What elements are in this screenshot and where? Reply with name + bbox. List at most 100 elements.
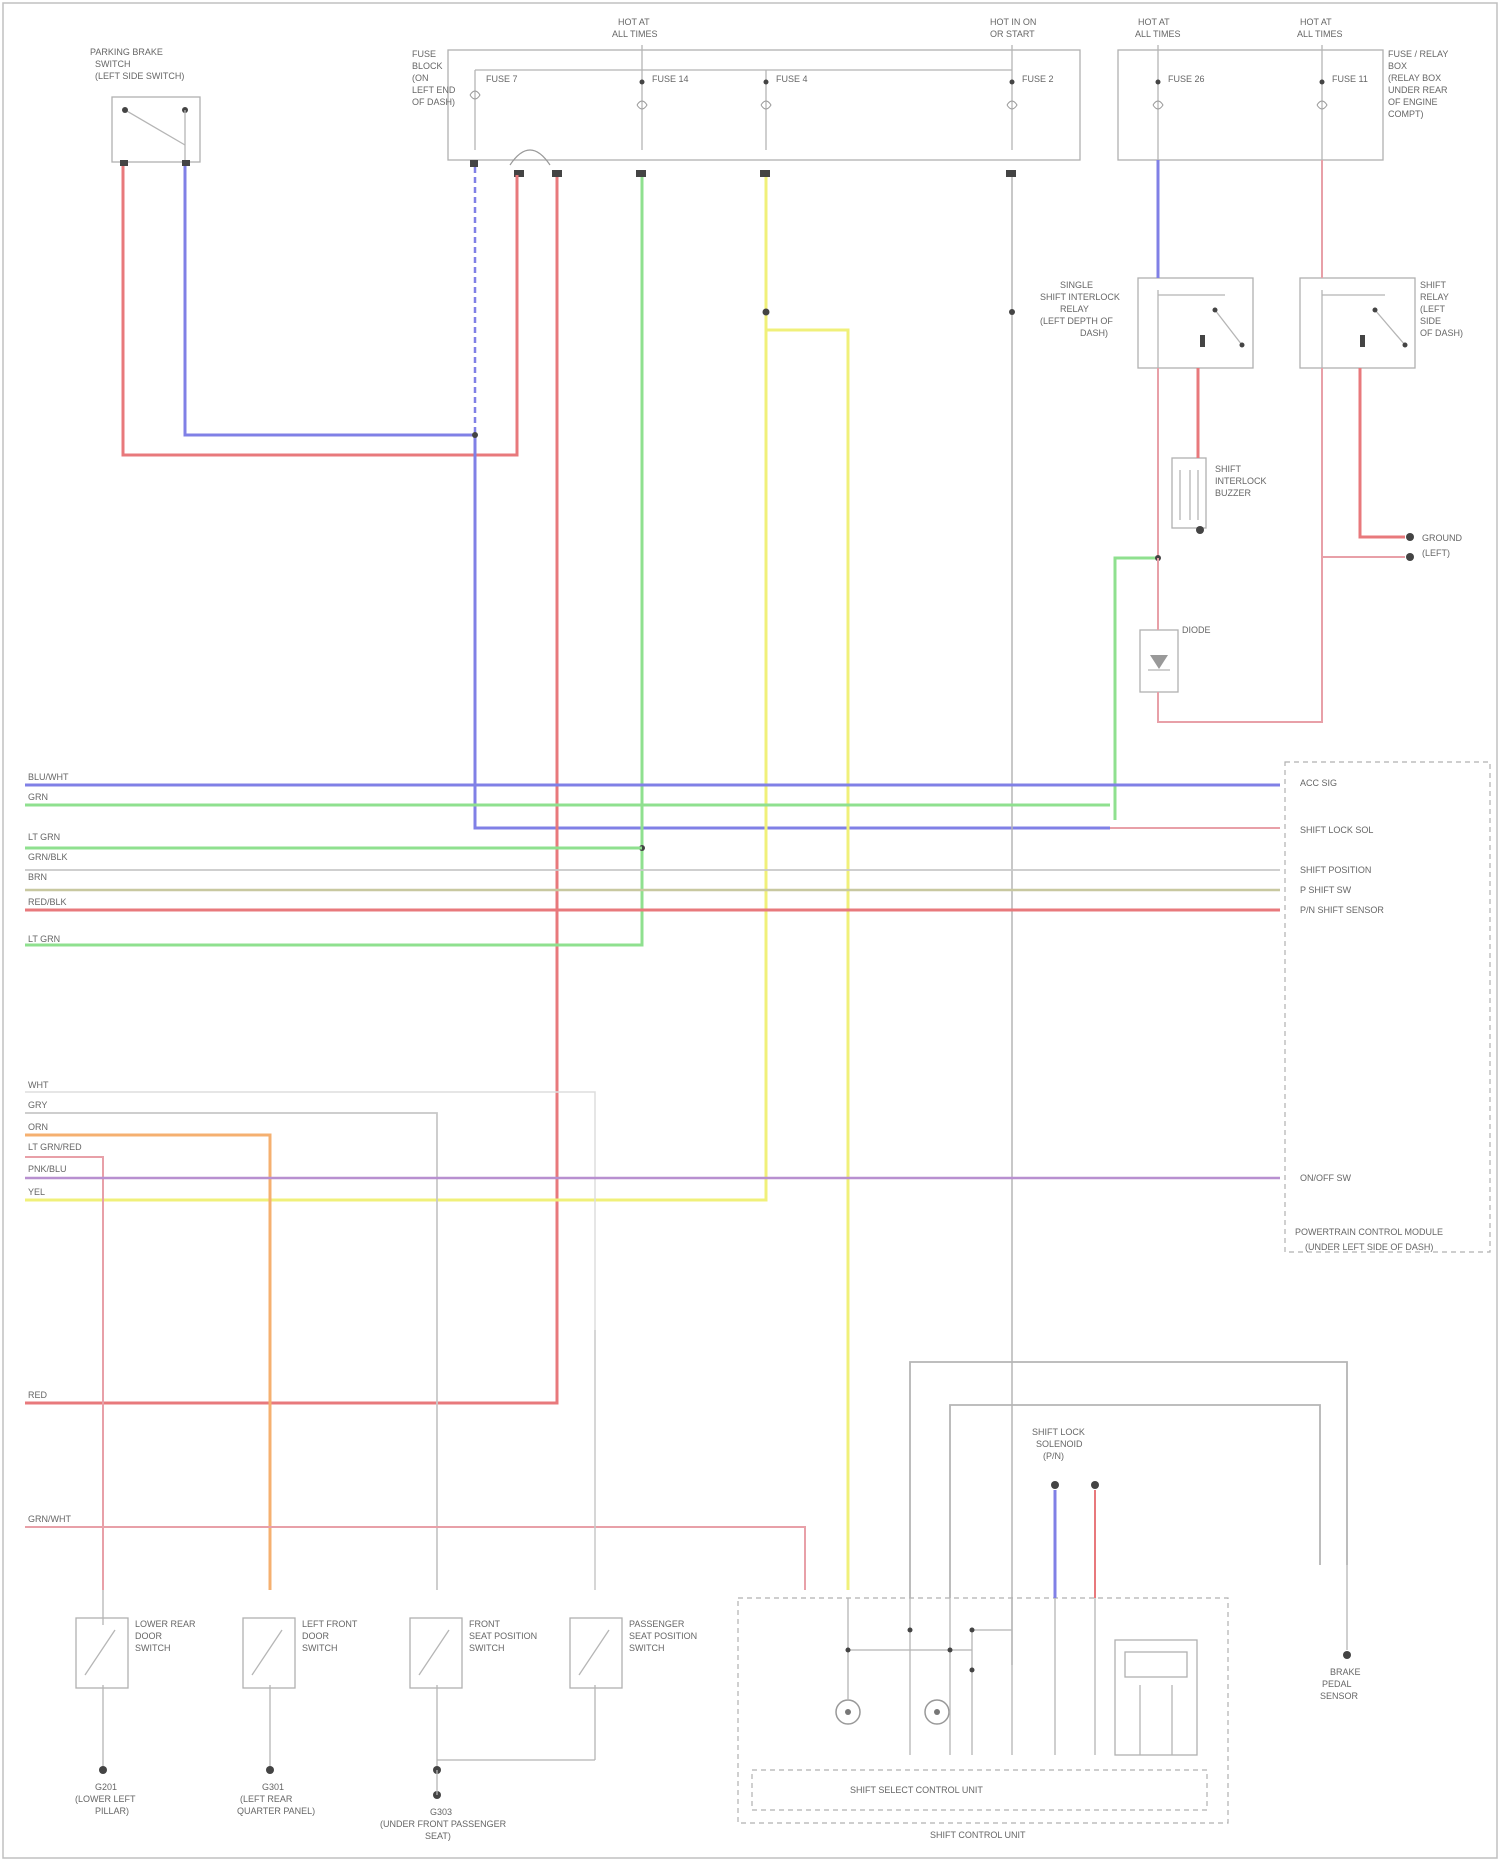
svg-text:SHIFT LOCK: SHIFT LOCK — [1032, 1427, 1085, 1437]
wire-green-right — [1115, 558, 1158, 820]
svg-text:DOOR: DOOR — [302, 1631, 330, 1641]
svg-text:GROUND: GROUND — [1422, 533, 1462, 543]
bus-gray-lower — [25, 1113, 437, 1590]
svg-text:G201: G201 — [95, 1782, 117, 1792]
svg-text:FUSE 11: FUSE 11 — [1332, 74, 1368, 84]
wire-pink-ecu — [25, 1527, 805, 1590]
connector-icon — [120, 160, 128, 166]
lower-switch-3: FRONT SEAT POSITION SWITCH — [410, 1618, 537, 1774]
page-border — [3, 3, 1497, 1858]
svg-text:P/N SHIFT SENSOR: P/N SHIFT SENSOR — [1300, 905, 1384, 915]
svg-text:G303: G303 — [430, 1807, 452, 1817]
svg-text:ALL TIMES: ALL TIMES — [612, 29, 658, 39]
svg-text:SWITCH: SWITCH — [135, 1643, 171, 1653]
svg-text:ORN: ORN — [28, 1122, 48, 1132]
ground-icon — [1406, 553, 1414, 561]
svg-text:RELAY: RELAY — [1060, 304, 1089, 314]
svg-text:PEDAL: PEDAL — [1322, 1679, 1352, 1689]
bus-white — [25, 1092, 595, 1330]
diode: DIODE — [1140, 625, 1211, 692]
svg-text:DIODE: DIODE — [1182, 625, 1211, 635]
svg-text:PASSENGER: PASSENGER — [629, 1619, 685, 1629]
svg-text:BRAKE: BRAKE — [1330, 1667, 1361, 1677]
svg-text:UNDER REAR: UNDER REAR — [1388, 85, 1448, 95]
lower-switch-1: LOWER REAR DOOR SWITCH — [76, 1590, 196, 1774]
svg-text:LT GRN: LT GRN — [28, 934, 60, 944]
svg-text:LOWER REAR: LOWER REAR — [135, 1619, 196, 1629]
svg-text:BUZZER: BUZZER — [1215, 488, 1252, 498]
wire-blue-1 — [185, 166, 475, 435]
svg-text:SHIFT: SHIFT — [1420, 280, 1447, 290]
svg-text:OF DASH): OF DASH) — [412, 97, 455, 107]
svg-text:LEFT END: LEFT END — [412, 85, 456, 95]
svg-text:(UNDER LEFT SIDE OF DASH): (UNDER LEFT SIDE OF DASH) — [1305, 1242, 1433, 1252]
fuse-block-connectors — [470, 150, 1016, 177]
svg-text:(ON: (ON — [412, 73, 429, 83]
shift-control-unit: SHIFT SELECT CONTROL UNIT SHIFT CONTROL … — [738, 1598, 1228, 1840]
wire-yellow-2 — [766, 330, 848, 1590]
wire-red-1 — [123, 166, 517, 455]
svg-text:LT GRN: LT GRN — [28, 832, 60, 842]
wire-ecu-loop-2 — [950, 1405, 1320, 1598]
svg-text:SHIFT SELECT CONTROL UNIT: SHIFT SELECT CONTROL UNIT — [850, 1785, 983, 1795]
svg-text:SWITCH: SWITCH — [629, 1643, 665, 1653]
svg-text:(LOWER LEFT: (LOWER LEFT — [75, 1794, 136, 1804]
svg-text:SEAT POSITION: SEAT POSITION — [629, 1631, 697, 1641]
svg-text:(LEFT): (LEFT) — [1422, 548, 1450, 558]
switch-caption-1: PARKING BRAKE — [90, 47, 163, 57]
svg-text:P SHIFT SW: P SHIFT SW — [1300, 885, 1352, 895]
ground-icon — [99, 1766, 107, 1774]
svg-text:(LEFT REAR: (LEFT REAR — [240, 1794, 293, 1804]
svg-text:FUSE: FUSE — [412, 49, 436, 59]
svg-text:COMPT): COMPT) — [1388, 109, 1424, 119]
svg-text:(P/N): (P/N) — [1043, 1451, 1064, 1461]
svg-text:GRN/WHT: GRN/WHT — [28, 1514, 71, 1524]
svg-text:FUSE / RELAY: FUSE / RELAY — [1388, 49, 1448, 59]
svg-text:WHT: WHT — [28, 1080, 49, 1090]
svg-text:SOLENOID: SOLENOID — [1036, 1439, 1083, 1449]
svg-text:(RELAY BOX: (RELAY BOX — [1388, 73, 1441, 83]
svg-text:ALL TIMES: ALL TIMES — [1297, 29, 1343, 39]
svg-text:SHIFT: SHIFT — [1215, 464, 1242, 474]
svg-text:GRY: GRY — [28, 1100, 47, 1110]
svg-text:HOT IN ON: HOT IN ON — [990, 17, 1036, 27]
svg-text:LT GRN/RED: LT GRN/RED — [28, 1142, 82, 1152]
svg-text:HOT AT: HOT AT — [1300, 17, 1332, 27]
svg-text:DOOR: DOOR — [135, 1631, 163, 1641]
svg-text:(LEFT: (LEFT — [1420, 304, 1446, 314]
shift-relay: SHIFT RELAY (LEFT SIDE OF DASH) — [1300, 278, 1463, 370]
shift-interlock-relay: SINGLE SHIFT INTERLOCK RELAY (LEFT DEPTH… — [1040, 278, 1253, 370]
left-edge-labels: BLU/WHT GRN LT GRN GRN/BLK BRN RED/BLK L… — [28, 772, 82, 1524]
svg-text:FUSE 2: FUSE 2 — [1022, 74, 1054, 84]
lower-switch-2: LEFT FRONT DOOR SWITCH — [243, 1618, 358, 1774]
svg-text:YEL: YEL — [28, 1187, 45, 1197]
svg-text:QUARTER PANEL): QUARTER PANEL) — [237, 1806, 315, 1816]
svg-text:OF DASH): OF DASH) — [1420, 328, 1463, 338]
svg-text:SENSOR: SENSOR — [1320, 1691, 1359, 1701]
wire-pink-lower — [25, 1157, 103, 1590]
connector-icon — [182, 160, 190, 166]
shift-interlock-buzzer: SHIFT INTERLOCK BUZZER — [1172, 458, 1267, 534]
wire-blue-2 — [475, 435, 1110, 828]
svg-text:PILLAR): PILLAR) — [95, 1806, 129, 1816]
svg-text:SHIFT INTERLOCK: SHIFT INTERLOCK — [1040, 292, 1120, 302]
svg-text:HOT AT: HOT AT — [618, 17, 650, 27]
ground-icon — [266, 1766, 274, 1774]
svg-text:SHIFT CONTROL UNIT: SHIFT CONTROL UNIT — [930, 1830, 1026, 1840]
svg-text:OR START: OR START — [990, 29, 1035, 39]
svg-text:(LEFT DEPTH OF: (LEFT DEPTH OF — [1040, 316, 1113, 326]
svg-text:G301: G301 — [262, 1782, 284, 1792]
sensor-icon — [1343, 1651, 1351, 1659]
svg-text:SHIFT LOCK SOL: SHIFT LOCK SOL — [1300, 825, 1373, 835]
svg-text:RED/BLK: RED/BLK — [28, 897, 67, 907]
svg-text:DASH): DASH) — [1080, 328, 1108, 338]
svg-text:ACC SIG: ACC SIG — [1300, 778, 1337, 788]
svg-text:GRN/BLK: GRN/BLK — [28, 852, 68, 862]
svg-text:RED: RED — [28, 1390, 48, 1400]
fuse-block-left: FUSE BLOCK (ON LEFT END OF DASH) HOT AT … — [412, 17, 1080, 177]
fuse-26: FUSE 26 — [1153, 45, 1205, 160]
svg-text:BOX: BOX — [1388, 61, 1407, 71]
fuse-11: FUSE 11 — [1317, 45, 1368, 160]
